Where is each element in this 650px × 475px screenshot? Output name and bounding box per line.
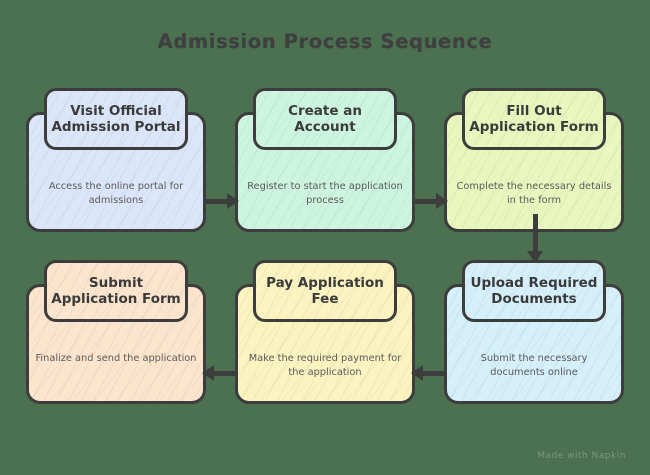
- arrow-step3-to-step4-icon: [526, 214, 544, 263]
- arrow-head-right: [227, 193, 239, 209]
- step-heading: Fill Out Application Form: [469, 102, 599, 135]
- arrow-step4-to-step5-icon: [411, 364, 446, 382]
- step-description: Access the online portal for admissions: [48, 181, 184, 206]
- arrow-shaft: [412, 370, 446, 376]
- step-description: Make the required payment for the applic…: [248, 353, 402, 378]
- arrow-head-right: [436, 193, 448, 209]
- arrow-head-down: [527, 251, 543, 263]
- step-card-header: Upload Required Documents: [462, 260, 606, 322]
- step-description: Complete the necessary details in the fo…: [456, 181, 612, 206]
- arrow-shaft: [206, 198, 238, 204]
- step-description: Register to start the application proces…: [247, 181, 403, 206]
- step-description: Submit the necessary documents online: [480, 353, 588, 378]
- step-card-header: Submit Application Form: [44, 260, 188, 322]
- step-heading: Pay Application Fee: [266, 274, 384, 307]
- step-card-header: Fill Out Application Form: [462, 88, 606, 150]
- arrow-shaft: [532, 214, 538, 262]
- step-card-header: Pay Application Fee: [253, 260, 397, 322]
- step-heading: Visit Official Admission Portal: [51, 102, 181, 135]
- step-card-header: Create an Account: [253, 88, 397, 150]
- arrow-shaft: [203, 370, 237, 376]
- step-heading: Create an Account: [288, 102, 362, 135]
- step-description: Finalize and send the application: [35, 353, 197, 364]
- arrow-step2-to-step3-icon: [415, 192, 448, 210]
- arrow-head-left: [202, 365, 214, 381]
- arrow-step1-to-step2-icon: [206, 192, 239, 210]
- watermark: Made with Napkin: [537, 451, 626, 461]
- step-heading: Upload Required Documents: [470, 274, 598, 307]
- page-title: Admission Process Sequence: [157, 30, 493, 53]
- arrow-step5-to-step6-icon: [202, 364, 237, 382]
- arrow-shaft: [415, 198, 447, 204]
- arrow-head-left: [411, 365, 423, 381]
- step-heading: Submit Application Form: [51, 274, 181, 307]
- step-card-header: Visit Official Admission Portal: [44, 88, 188, 150]
